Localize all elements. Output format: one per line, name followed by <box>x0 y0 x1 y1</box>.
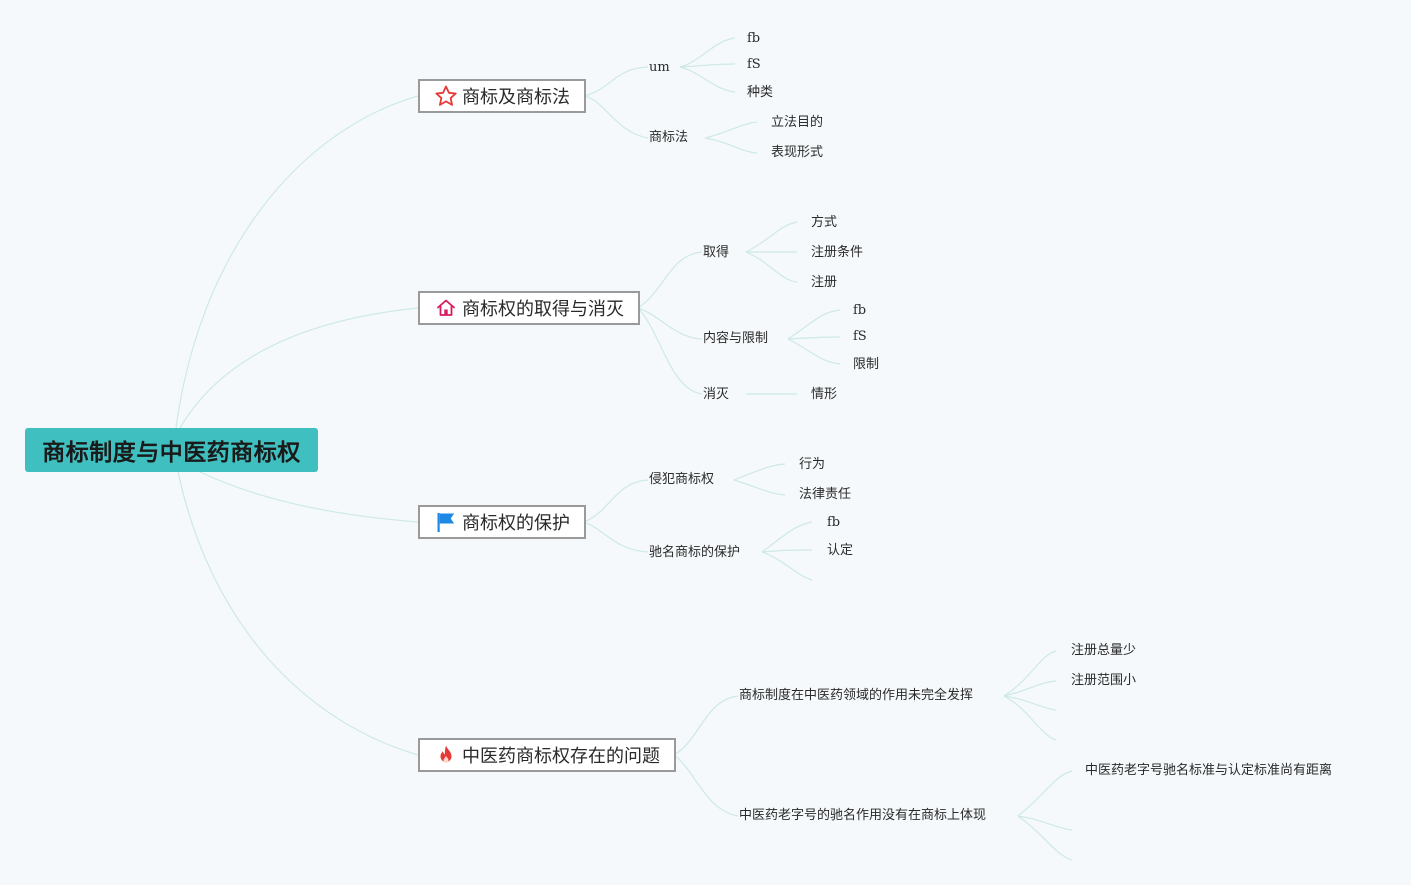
leaf-acts[interactable]: 行为 <box>799 457 826 472</box>
leaf-registration[interactable]: 注册 <box>811 275 838 290</box>
leaf-standards-gap[interactable]: 中医药老字号驰名标准与认定标准尚有距离 <box>1085 763 1333 778</box>
leaf-circumstances[interactable]: 情形 <box>811 387 838 402</box>
leaf-legislative-purpose[interactable]: 立法目的 <box>771 115 824 130</box>
leaf-method[interactable]: 方式 <box>811 215 838 230</box>
leaf-registration-conditions[interactable]: 注册条件 <box>811 245 864 260</box>
branch-tcm-issues[interactable]: 中医药商标权存在的问题 <box>418 738 676 772</box>
leaf-forms-of-expression[interactable]: 表现形式 <box>771 145 824 160</box>
branch-trademark-and-law[interactable]: 商标及商标法 <box>418 79 586 113</box>
leaf-types[interactable]: 种类 <box>747 85 774 100</box>
leaf-fb[interactable]: fb <box>827 515 841 530</box>
subtopic-infringement[interactable]: 侵犯商标权 <box>649 472 715 487</box>
subtopic-content-and-limits[interactable]: 内容与限制 <box>703 331 769 346</box>
leaf-fs[interactable]: fS <box>853 329 867 344</box>
leaf-narrow-registration-scope[interactable]: 注册范围小 <box>1071 673 1137 688</box>
subtopic-extinction[interactable]: 消灭 <box>703 387 730 402</box>
fire-icon <box>434 743 458 767</box>
leaf-fs[interactable]: fS <box>747 57 761 72</box>
root-topic[interactable]: 商标制度与中医药商标权 <box>25 428 318 472</box>
branch-label: 商标权的保护 <box>462 513 570 534</box>
subtopic-um[interactable]: um <box>649 60 670 75</box>
branch-label: 商标权的取得与消灭 <box>462 299 624 320</box>
flag-icon <box>434 510 458 534</box>
subtopic-role-not-fully-played[interactable]: 商标制度在中医药领域的作用未完全发挥 <box>739 688 974 703</box>
root-topic-label: 商标制度与中医药商标权 <box>42 440 301 466</box>
leaf-legal-liability[interactable]: 法律责任 <box>799 487 852 502</box>
leaf-recognition[interactable]: 认定 <box>827 543 854 558</box>
leaf-fb[interactable]: fb <box>747 31 761 46</box>
branch-protection[interactable]: 商标权的保护 <box>418 505 586 539</box>
star-icon <box>434 84 458 108</box>
house-icon <box>434 296 458 320</box>
subtopic-acquisition[interactable]: 取得 <box>703 245 730 260</box>
branch-label: 中医药商标权存在的问题 <box>462 746 660 767</box>
leaf-limits[interactable]: 限制 <box>853 357 880 372</box>
subtopic-trademark-law[interactable]: 商标法 <box>649 130 689 145</box>
branch-acquisition-and-extinction[interactable]: 商标权的取得与消灭 <box>418 291 640 325</box>
subtopic-well-known-protection[interactable]: 驰名商标的保护 <box>649 545 741 560</box>
branch-label: 商标及商标法 <box>462 87 570 108</box>
leaf-fb[interactable]: fb <box>853 303 867 318</box>
subtopic-time-honored-brands[interactable]: 中医药老字号的驰名作用没有在商标上体现 <box>739 808 987 823</box>
leaf-low-registration-count[interactable]: 注册总量少 <box>1071 643 1137 658</box>
